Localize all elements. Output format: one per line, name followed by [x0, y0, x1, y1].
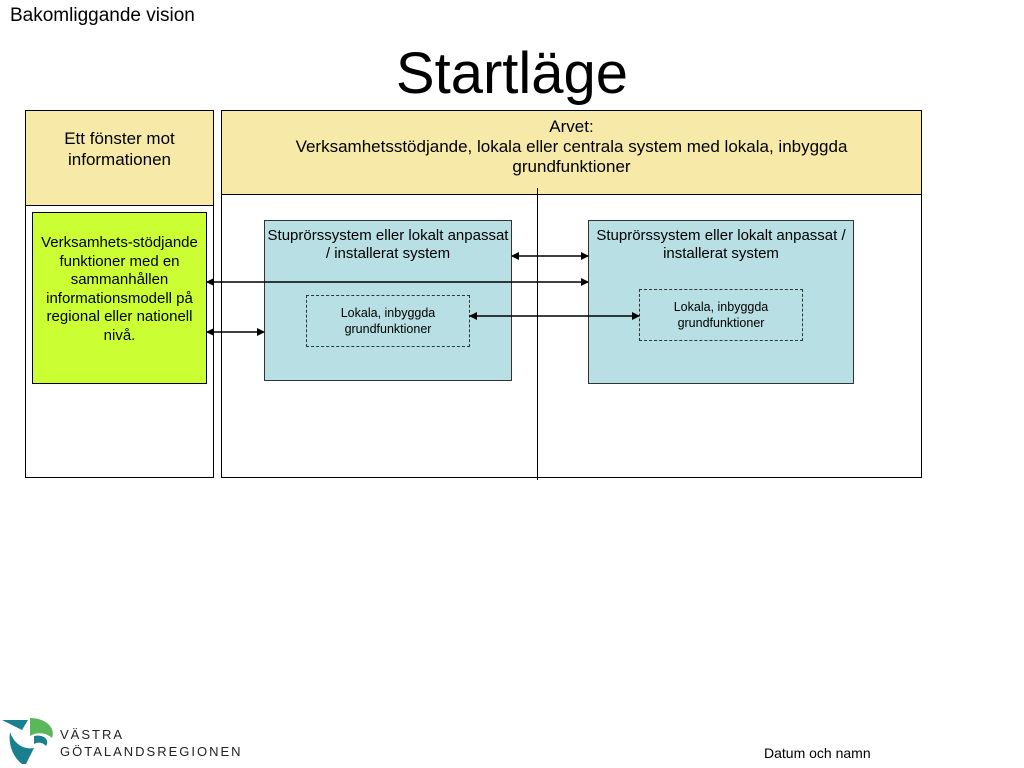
right-panel-heading-line1: Arvet:: [549, 117, 594, 136]
right-panel-heading-line2: Verksamhetsstödjande, lokala eller centr…: [295, 137, 848, 176]
logo-text: VÄSTRA GÖTALANDSREGIONEN: [60, 726, 243, 760]
page-title: Startläge: [395, 41, 629, 106]
vertical-divider: [537, 188, 538, 480]
subtitle: Bakomliggande vision: [10, 5, 195, 26]
system-box-1: Stuprörssystem eller lokalt anpassat / i…: [264, 220, 512, 381]
system-box-2: Stuprörssystem eller lokalt anpassat / i…: [588, 220, 854, 384]
builtin-functions-box-1: Lokala, inbyggda grundfunktioner: [306, 295, 470, 347]
vastra-gotalandsregionen-logo: VÄSTRA GÖTALANDSREGIONEN: [0, 714, 260, 764]
left-panel-heading: Ett fönster mot informationen: [26, 111, 213, 206]
logo-mark-icon: [2, 718, 53, 764]
footer-date-name: Datum och namn: [764, 745, 871, 761]
logo-line2: GÖTALANDSREGIONEN: [60, 744, 243, 759]
builtin-functions-box-2: Lokala, inbyggda grundfunktioner: [639, 289, 803, 341]
regional-functions-box: Verksamhets-stödjande funktioner med en …: [32, 212, 207, 384]
logo-line1: VÄSTRA: [60, 727, 125, 742]
right-panel-heading: Arvet: Verksamhetsstödjande, lokala elle…: [222, 111, 921, 195]
